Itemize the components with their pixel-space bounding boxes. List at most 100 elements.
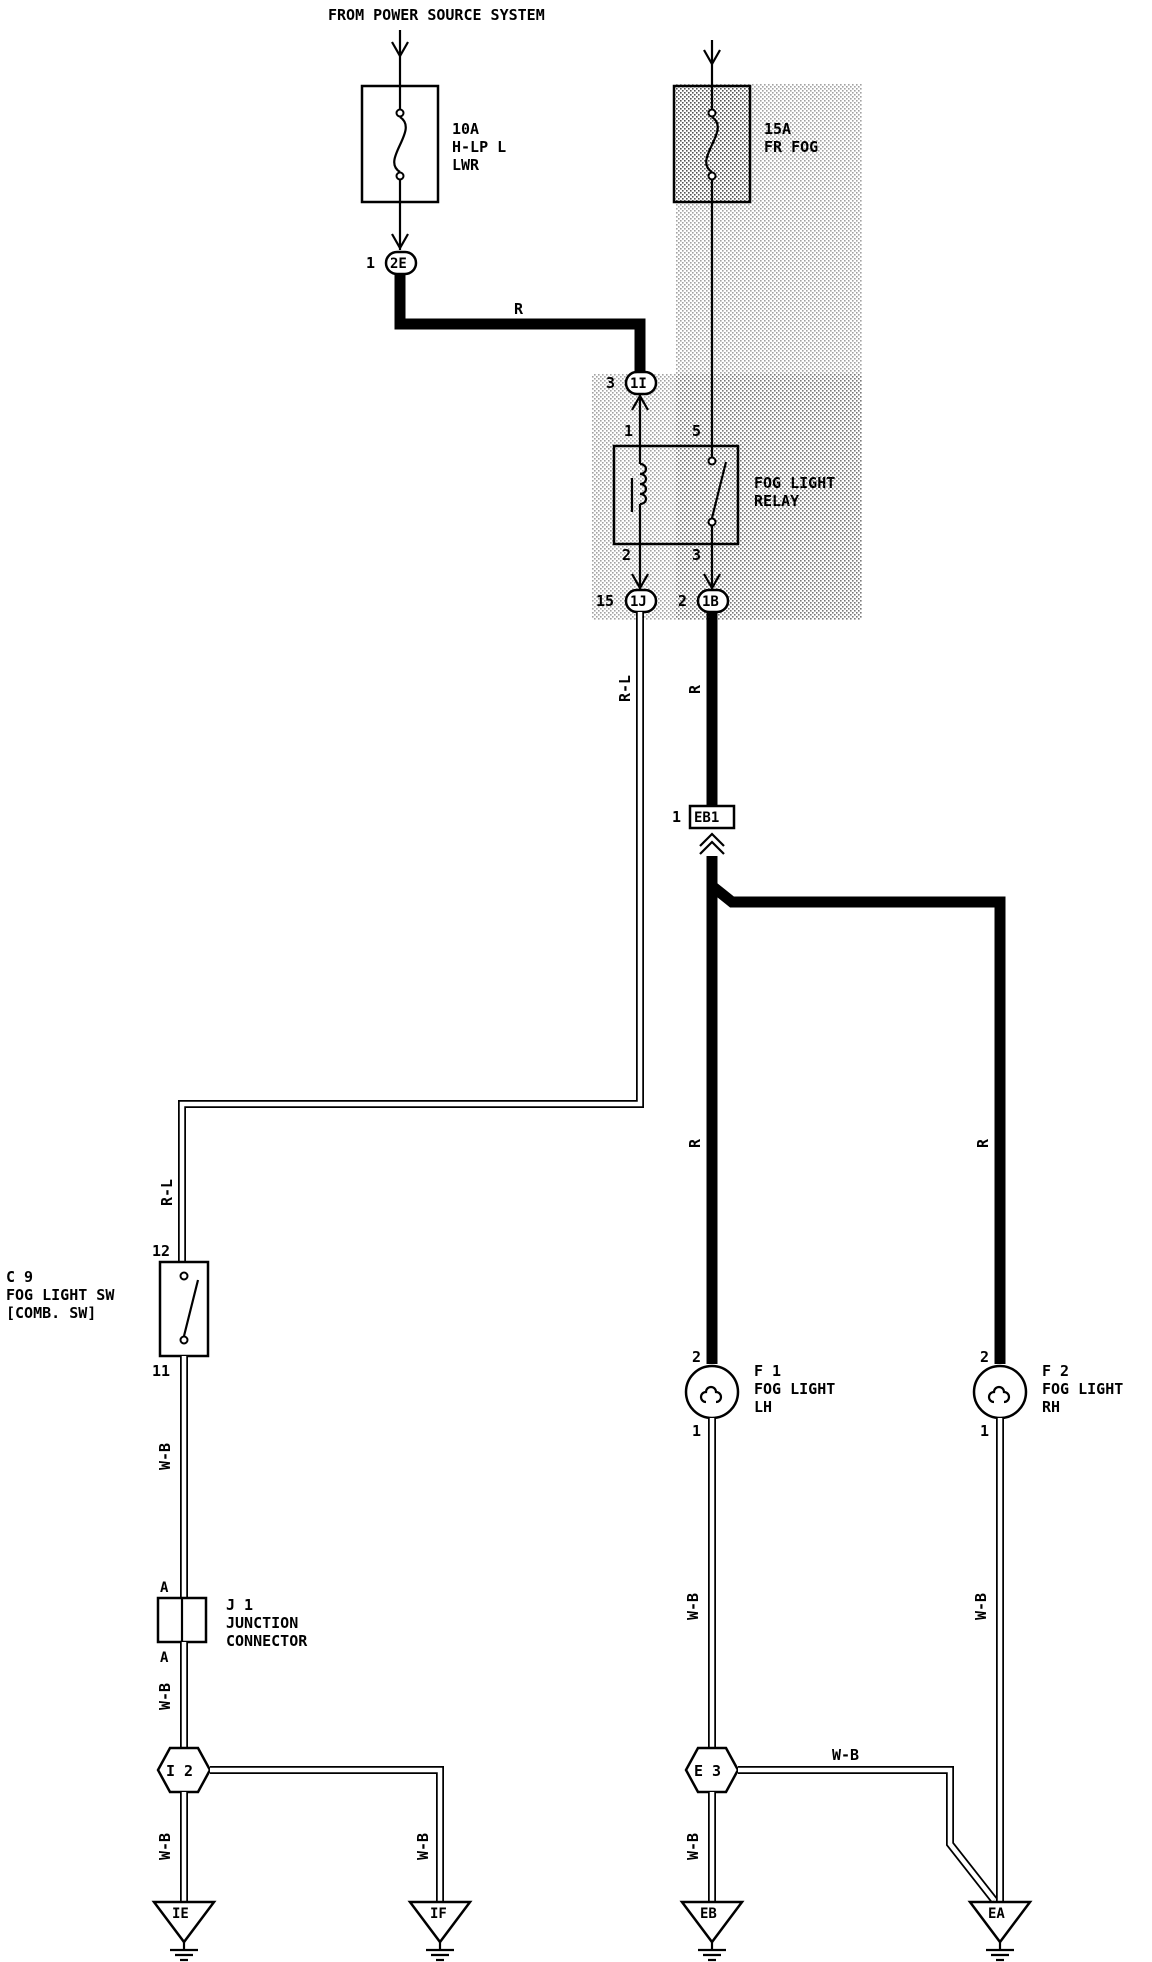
fog-light-relay [612, 444, 740, 546]
wire-r-top-label: R [514, 300, 524, 318]
relay-name2: RELAY [754, 492, 799, 510]
connector-EB1: EB1 [688, 804, 736, 830]
fog-light-rh [972, 1364, 1028, 1420]
switch-code: C 9 [6, 1268, 33, 1286]
svg-text:1J: 1J [630, 594, 647, 610]
ground-IE-icon [151, 1900, 217, 1962]
svg-text:E 3: E 3 [694, 1762, 721, 1780]
svg-text:2E: 2E [390, 256, 407, 272]
connector-chevron-icon [699, 832, 725, 855]
lamp-lh-name: FOG LIGHT [754, 1380, 835, 1398]
fog-light-lh [684, 1364, 740, 1420]
connector-arrow-icon [703, 573, 721, 591]
lamp-lh-pin-bot: 1 [692, 1422, 701, 1440]
connector-2E-pin: 1 [366, 254, 375, 272]
connector-1I: 1I [624, 370, 658, 396]
relay-pin-1: 1 [624, 422, 633, 440]
ground-EB-icon [679, 1900, 745, 1962]
switch-pin-11: 11 [152, 1362, 170, 1380]
fuse-right-rating: 15A [764, 120, 791, 138]
fuse-left [360, 84, 440, 204]
svg-text:1B: 1B [702, 594, 719, 610]
wire-r-mid-label: R [686, 684, 704, 694]
connector-arrow-icon [631, 573, 649, 591]
lamp-rh-name: FOG LIGHT [1042, 1380, 1123, 1398]
connector-arrow-icon [391, 233, 409, 251]
lamp-lh-pin-top: 2 [692, 1348, 701, 1366]
ground-IF-label: IF [430, 1906, 447, 1922]
relay-pin-5: 5 [692, 422, 701, 440]
power-arrow-left-icon [391, 30, 409, 90]
relay-name: FOG LIGHT [754, 474, 835, 492]
connector-1J-pin: 15 [596, 592, 614, 610]
connector-arrow-icon [631, 393, 649, 411]
junction-pin-bot: A [160, 1650, 169, 1666]
power-arrow-right-icon [703, 40, 721, 90]
power-source-label: FROM POWER SOURCE SYSTEM [328, 6, 545, 24]
bulb-filament-icon [987, 1385, 1011, 1404]
connector-1I-pin: 3 [606, 374, 615, 392]
fuse-right [672, 84, 752, 204]
fuse-left-rating: 10A [452, 120, 479, 138]
wire-r-l-upper-label: R-L [616, 675, 634, 702]
lamp-lh-name2: LH [754, 1398, 772, 1416]
splice-I2: I 2 [156, 1746, 212, 1794]
wire-r-l-lower-label: R-L [158, 1179, 176, 1206]
connector-2E: 2E [384, 250, 418, 276]
junction-name: JUNCTION [226, 1614, 298, 1632]
shaded-relay-block-area [592, 84, 862, 620]
switch-name2: [COMB. SW] [6, 1304, 96, 1322]
wire-r-top [394, 274, 646, 372]
fuse-left-name2: LWR [452, 156, 480, 174]
switch-contact-icon [182, 1279, 200, 1337]
lamp-lh-code: F 1 [754, 1362, 781, 1380]
wire-wb-if [210, 1766, 444, 1902]
junction-name2: CONNECTOR [226, 1632, 308, 1650]
wire-r-rh-label: R [974, 1138, 992, 1148]
connector-EB1-pin: 1 [672, 808, 681, 826]
junction-code: J 1 [226, 1596, 253, 1614]
wire-wb-e3 [738, 1766, 998, 1903]
wire-wb-sw-label: W-B [156, 1443, 174, 1470]
wire-wb-eb-label: W-B [684, 1833, 702, 1860]
fog-light-switch [158, 1260, 210, 1358]
ground-EA-label: EA [988, 1906, 1005, 1922]
relay-coil-icon [639, 462, 648, 506]
splice-E3: E 3 [684, 1746, 740, 1794]
relay-switch-icon [710, 461, 728, 519]
wire-wb-j1-label: W-B [156, 1683, 174, 1710]
fuse-element-icon [393, 116, 407, 173]
connector-1B: 1B [696, 588, 730, 614]
ground-EB-label: EB [700, 1906, 717, 1922]
svg-text:EB1: EB1 [694, 810, 719, 826]
wire-r-l [178, 612, 644, 1262]
wire-r-lh-label: R [686, 1138, 704, 1148]
connector-1J: 1J [624, 588, 658, 614]
lamp-rh-pin-bot: 1 [980, 1422, 989, 1440]
wire-wb-e3-label: W-B [832, 1746, 859, 1764]
lamp-rh-name2: RH [1042, 1398, 1060, 1416]
junction-connector [156, 1596, 208, 1644]
wire-wb-rh-label: W-B [972, 1593, 990, 1620]
switch-pin-12: 12 [152, 1242, 170, 1260]
connector-1B-pin: 2 [678, 592, 687, 610]
lamp-rh-code: F 2 [1042, 1362, 1069, 1380]
bulb-filament-icon [699, 1385, 723, 1404]
ground-IE-label: IE [172, 1906, 189, 1922]
switch-name: FOG LIGHT SW [6, 1286, 115, 1304]
wire-r-rh [708, 881, 1006, 1364]
lamp-rh-pin-top: 2 [980, 1348, 989, 1366]
fuse-left-name: H-LP L [452, 138, 506, 156]
wire-wb-if-label: W-B [414, 1833, 432, 1860]
junction-pin-top: A [160, 1580, 169, 1596]
svg-text:1I: 1I [630, 376, 647, 392]
relay-pin-2: 2 [622, 546, 631, 564]
relay-pin-3: 3 [692, 546, 701, 564]
ground-IF-icon [407, 1900, 473, 1962]
ground-EA-icon [967, 1900, 1033, 1962]
wire-wb-ie-label: W-B [156, 1833, 174, 1860]
wire-wb-lh-label: W-B [684, 1593, 702, 1620]
fuse-right-name: FR FOG [764, 138, 818, 156]
svg-text:I 2: I 2 [166, 1762, 193, 1780]
